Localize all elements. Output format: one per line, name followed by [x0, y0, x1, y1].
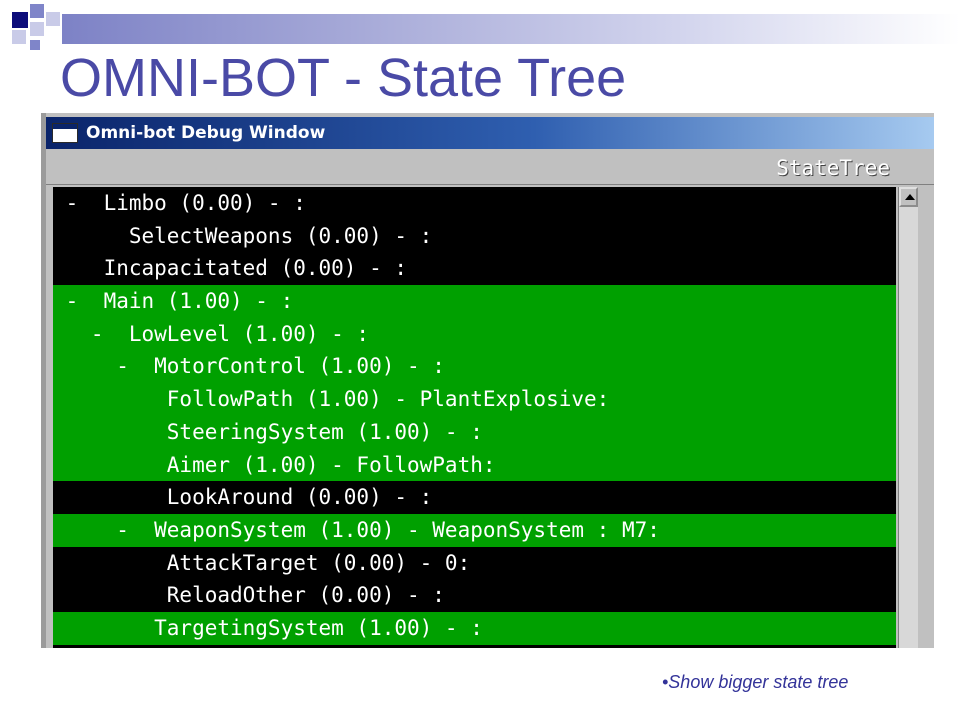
state-tree-row[interactable]: AttackTarget (0.00) - 0: [53, 546, 896, 580]
vertical-scrollbar[interactable] [898, 187, 918, 648]
panel-header: StateTree [46, 151, 934, 185]
window-titlebar[interactable]: Omni-bot Debug Window [46, 117, 934, 149]
state-tree-row[interactable]: - Limbo (0.00) - : [53, 187, 896, 220]
window-edge [41, 113, 46, 648]
state-tree-row[interactable]: - MotorControl (1.00) - : [53, 350, 896, 384]
decor-square [30, 4, 44, 18]
decor-square [30, 40, 40, 50]
decor-square [12, 12, 28, 28]
panel-label-statetree: StateTree [776, 156, 890, 180]
window-right-edge [918, 187, 934, 648]
state-tree-row[interactable]: Incapacitated (0.00) - : [53, 252, 896, 286]
title-gradient-bar [62, 14, 960, 44]
scroll-up-arrow-icon[interactable] [899, 187, 918, 207]
slide-caption: •Show bigger state tree [662, 672, 849, 692]
state-tree-row[interactable]: LookAround (0.00) - : [53, 481, 896, 514]
state-tree-row[interactable]: ReloadOther (0.00) - : [53, 579, 896, 612]
state-tree-row[interactable]: TargetingSystem (1.00) - : [53, 611, 896, 645]
decor-square [30, 22, 44, 36]
debug-window: Omni-bot Debug Window StateTree - Limbo … [41, 113, 934, 648]
state-tree-row[interactable]: - Main (1.00) - : [53, 285, 896, 318]
state-tree-row[interactable]: - WeaponSystem (1.00) - WeaponSystem : M… [53, 513, 896, 547]
decor-square [46, 12, 60, 26]
state-tree-row[interactable]: SelectWeapons (0.00) - : [53, 219, 896, 253]
state-tree-row[interactable]: Aimer (1.00) - FollowPath: [53, 448, 896, 482]
slide-title: OMNI-BOT - State Tree [60, 48, 627, 108]
state-tree-row[interactable]: FollowPath (1.00) - PlantExplosive: [53, 383, 896, 416]
decor-square [12, 30, 26, 44]
state-tree-row[interactable]: SteeringSystem (1.00) - : [53, 415, 896, 449]
window-icon[interactable] [52, 123, 78, 143]
state-tree-row[interactable]: - LowLevel (1.00) - : [53, 317, 896, 351]
state-tree-list[interactable]: - Limbo (0.00) - : SelectWeapons (0.00) … [53, 187, 896, 648]
window-title: Omni-bot Debug Window [86, 123, 326, 143]
